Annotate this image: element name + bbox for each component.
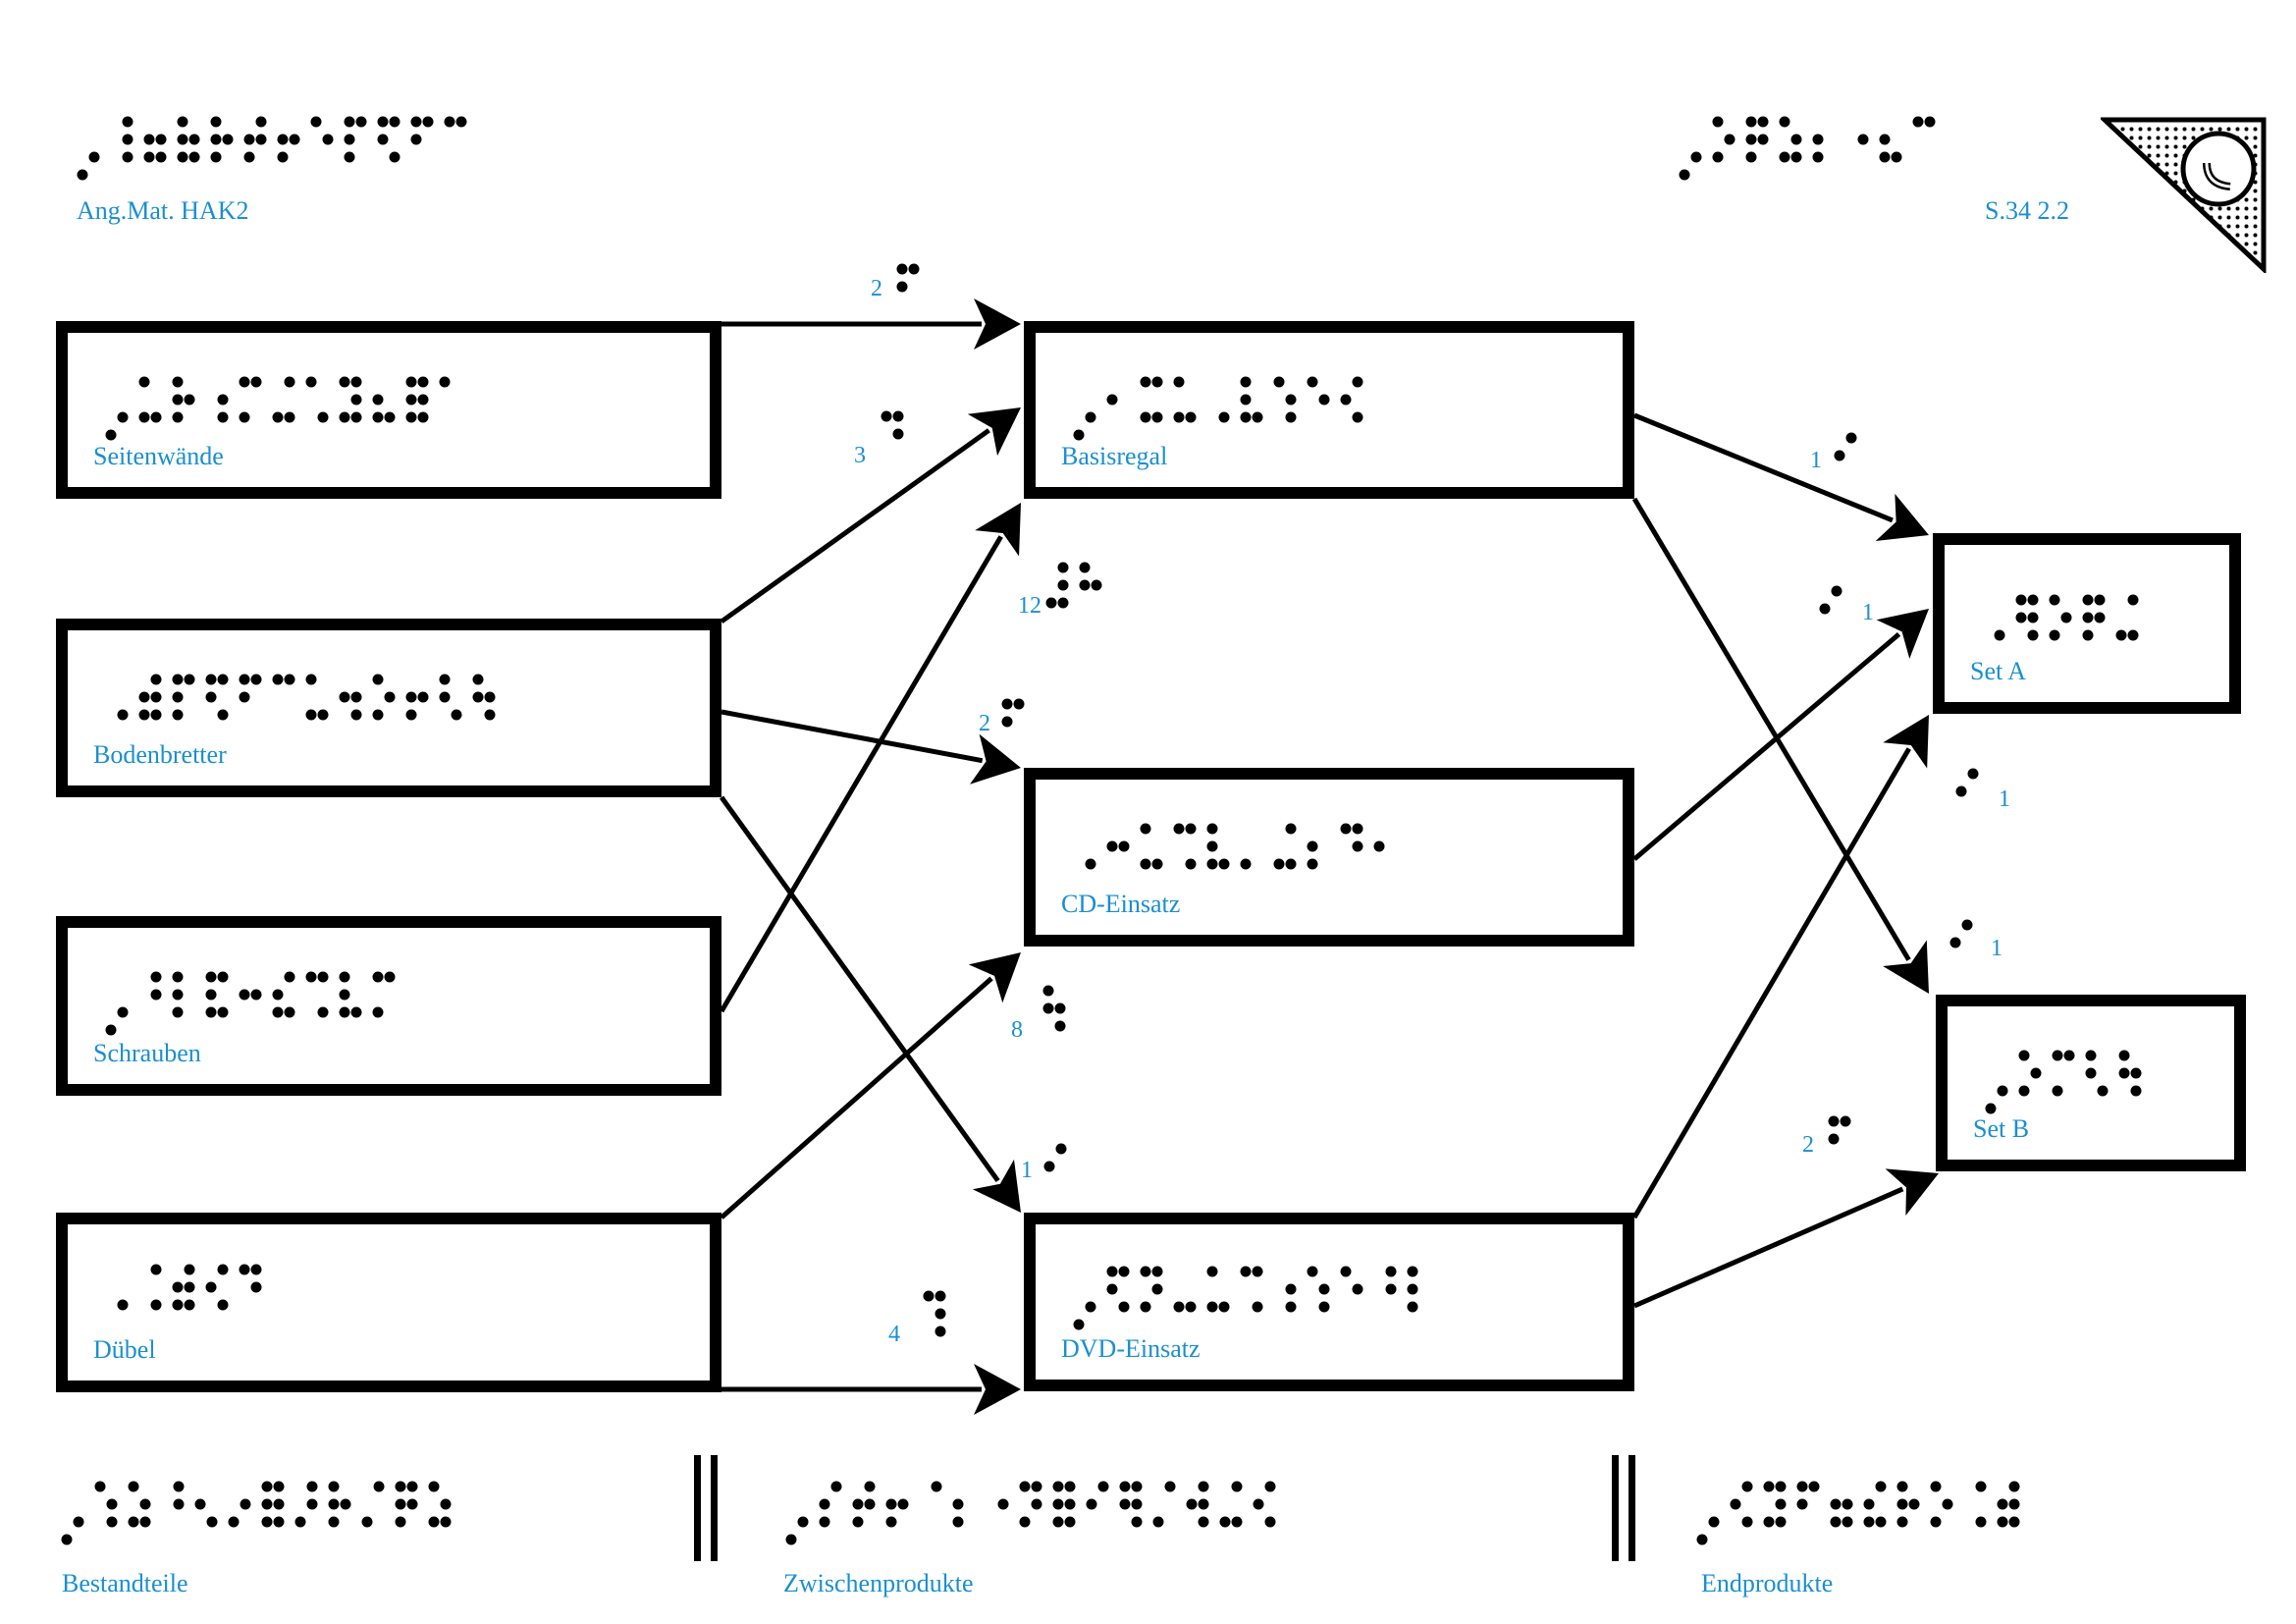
node-schrauben[interactable]: Schrauben	[56, 916, 721, 1096]
node-label: Basisregal	[1061, 442, 1168, 470]
arrowhead-icon	[1875, 493, 1929, 542]
node-label: CD-Einsatz	[1061, 890, 1181, 918]
node-seitenwaende[interactable]: Seitenwände	[56, 321, 721, 499]
qty-dvd-seta: 1	[1999, 786, 2010, 812]
separator-2a	[1612, 1455, 1619, 1561]
node-label: DVD-Einsatz	[1061, 1334, 1201, 1363]
braille-text	[1073, 376, 1383, 456]
arrow-schrauben-to-basisregal	[719, 535, 1003, 1013]
tactile-ear-icon	[2101, 117, 2267, 273]
node-set-a[interactable]: Set A	[1933, 533, 2241, 714]
arrow-duebel-to-cd	[720, 976, 993, 1219]
braille-footer-col3	[1696, 1481, 2040, 1560]
braille-header-left	[77, 116, 487, 195]
arrow-dvd-to-setB	[1633, 1186, 1904, 1309]
arrowhead-icon	[972, 1159, 1021, 1213]
braille-footer-col1	[61, 1481, 471, 1560]
qty-cd-seta: 1	[1862, 600, 1874, 625]
arrowhead-icon	[967, 407, 1021, 457]
node-basisregal[interactable]: Basisregal	[1024, 321, 1634, 499]
braille-qty	[1043, 1125, 1087, 1205]
arrowhead-icon	[974, 1364, 1021, 1415]
separator-1a	[694, 1455, 701, 1561]
braille-footer-col2	[785, 1481, 1296, 1560]
separator-1b	[711, 1455, 718, 1561]
braille-text	[105, 1264, 282, 1343]
braille-header-right	[1679, 116, 1955, 195]
qty-duebel-dvd: 4	[888, 1322, 900, 1347]
arrowhead-icon	[1883, 940, 1929, 994]
node-label: Schrauben	[93, 1039, 201, 1067]
braille-text	[105, 674, 515, 753]
braille-text	[1985, 1050, 2162, 1129]
braille-qty	[1955, 750, 1999, 830]
braille-text	[1073, 1266, 1450, 1345]
arrowhead-icon	[1885, 1168, 1939, 1217]
node-label: Seitenwände	[93, 442, 224, 470]
arrow-bodenbretter-to-cd	[721, 709, 984, 764]
footer-col2-label: Zwischenprodukte	[783, 1569, 974, 1597]
node-dvd-einsatz[interactable]: DVD-Einsatz	[1024, 1213, 1634, 1391]
braille-qty	[1828, 1098, 1871, 1177]
arrow-basisregal-to-setA	[1633, 412, 1894, 523]
node-label: Set B	[1973, 1114, 2030, 1143]
arrow-basisregal-to-setB	[1631, 497, 1911, 961]
node-label: Set A	[1970, 657, 2027, 685]
braille-qty	[1045, 562, 1122, 641]
node-bodenbretter[interactable]: Bodenbretter	[56, 619, 721, 797]
qty-duebel-cd: 8	[1011, 1017, 1023, 1043]
braille-qty	[1001, 680, 1044, 760]
arrow-cd-to-setA	[1632, 632, 1901, 861]
arrowhead-icon	[1876, 609, 1929, 659]
arrowhead-icon	[968, 952, 1021, 1003]
node-label: Bodenbretter	[93, 740, 227, 769]
header-left-label: Ang.Mat. HAK2	[77, 196, 249, 225]
footer-col1-label: Bestandteile	[62, 1569, 188, 1597]
braille-qty	[1949, 901, 1993, 981]
arrowhead-icon	[974, 298, 1021, 350]
arrowhead-icon	[1883, 715, 1929, 769]
arrowhead-icon	[975, 503, 1021, 557]
node-cd-einsatz[interactable]: CD-Einsatz	[1024, 768, 1634, 947]
separator-2b	[1629, 1455, 1635, 1561]
braille-qty	[923, 1290, 966, 1370]
qty-dvd-setb: 2	[1802, 1132, 1814, 1158]
qty-seitenwaende-basisregal: 2	[871, 276, 882, 301]
braille-qty	[1834, 414, 1877, 494]
qty-bodenbretter-cd: 2	[979, 711, 990, 736]
node-duebel[interactable]: Dübel	[56, 1213, 721, 1392]
qty-bodenbretter-dvd: 1	[1021, 1158, 1033, 1183]
qty-bodenbretter-basisregal: 3	[854, 443, 866, 468]
braille-qty	[1042, 985, 1086, 1064]
braille-text	[1073, 823, 1416, 902]
arrow-bodenbretter-to-dvd	[719, 795, 1000, 1183]
braille-text	[105, 376, 482, 456]
arrow-bodenbretter-to-basisregal	[720, 428, 990, 624]
header-right-label: S.34 2.2	[1985, 196, 2069, 225]
node-label: Dübel	[93, 1335, 156, 1364]
braille-text	[1982, 594, 2159, 674]
node-set-b[interactable]: Set B	[1936, 995, 2246, 1171]
braille-qty	[1819, 568, 1862, 647]
braille-qty	[881, 410, 924, 490]
braille-qty	[896, 245, 939, 325]
qty-schrauben-basisregal: 12	[1018, 593, 1041, 619]
arrowhead-icon	[970, 733, 1021, 785]
arrow-dvd-to-setA	[1631, 747, 1911, 1219]
braille-text	[105, 971, 415, 1051]
qty-basisregal-seta: 1	[1810, 448, 1822, 473]
qty-basisregal-setb: 1	[1991, 936, 2002, 961]
footer-col3-label: Endprodukte	[1701, 1569, 1834, 1597]
